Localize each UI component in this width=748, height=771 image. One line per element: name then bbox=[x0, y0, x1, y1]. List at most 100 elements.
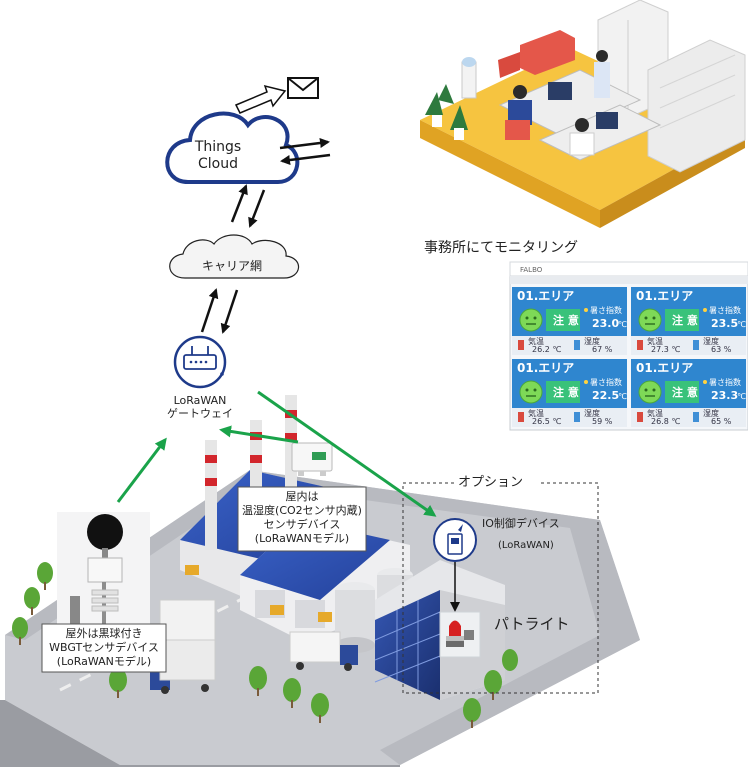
indoor-label-line3: センサデバイス bbox=[263, 518, 341, 531]
hum-label: 湿度 bbox=[584, 408, 600, 418]
tile-footer bbox=[631, 336, 746, 355]
green-arrow-outdoor-to-gateway bbox=[116, 437, 167, 503]
wbgt-sensor-device bbox=[57, 512, 150, 632]
tile-title: 01.エリア bbox=[517, 361, 574, 375]
cloud-label: Things Cloud bbox=[176, 139, 260, 173]
status-badge bbox=[665, 381, 699, 403]
patlite-label: パトライト bbox=[494, 615, 570, 633]
io-device-label-line1: IO制御デバイス bbox=[482, 517, 560, 530]
notification-arrow bbox=[234, 84, 287, 114]
hum-value: 65 % bbox=[711, 417, 732, 426]
gateway-label: LoRaWAN ゲートウェイ bbox=[150, 394, 250, 420]
indoor-label-box bbox=[237, 486, 367, 552]
mail-icon bbox=[287, 77, 319, 99]
temp-label: 気温 bbox=[528, 336, 544, 346]
tile-footer bbox=[512, 408, 627, 427]
hum-label: 湿度 bbox=[703, 336, 719, 346]
temp-label: 気温 bbox=[647, 408, 663, 418]
outdoor-label-line2: WBGTセンサデバイス bbox=[49, 641, 159, 654]
hum-value: 67 % bbox=[592, 345, 613, 354]
indoor-sensor-device bbox=[291, 442, 333, 476]
status-text: 注 意 bbox=[553, 385, 579, 399]
metric-label: 暑さ指数 bbox=[709, 305, 741, 315]
outdoor-label-box bbox=[41, 623, 167, 673]
hum-value: 59 % bbox=[592, 417, 613, 426]
humidity-icon bbox=[574, 340, 580, 350]
carrier-network-shape bbox=[169, 234, 300, 279]
temp-value: 26.5 ℃ bbox=[532, 417, 561, 426]
lorawan-gateway-icon bbox=[173, 335, 227, 389]
green-arrow-gateway-to-io bbox=[257, 390, 437, 517]
carrier-network-label: キャリア網 bbox=[201, 259, 262, 273]
status-text: 注 意 bbox=[672, 313, 698, 327]
patlite-icon bbox=[439, 611, 481, 658]
arrow-carrier-to-gateway bbox=[220, 289, 239, 334]
metric-label: 暑さ指数 bbox=[590, 305, 622, 315]
indoor-label-line2: 温湿度(CO2センサ内蔵) bbox=[242, 504, 362, 517]
outdoor-label-line1: 屋外は黒球付き bbox=[65, 627, 143, 640]
io-control-device-icon bbox=[433, 518, 477, 562]
metric-label: 暑さ指数 bbox=[709, 377, 741, 387]
status-badge bbox=[546, 309, 580, 331]
tile-footer bbox=[631, 408, 746, 427]
humidity-icon bbox=[693, 340, 699, 350]
metric-value: 23.3 bbox=[711, 389, 738, 402]
metric-value: 23.5 bbox=[711, 317, 738, 330]
cloud-label-line2: Cloud bbox=[198, 156, 238, 172]
arrow-carrier-to-cloud bbox=[230, 184, 248, 223]
svg-text:℃: ℃ bbox=[618, 320, 627, 329]
thermometer-icon bbox=[518, 412, 524, 422]
smiley-face-icon bbox=[519, 380, 543, 404]
status-text: 注 意 bbox=[553, 313, 579, 327]
tile-title: 01.エリア bbox=[636, 361, 693, 375]
status-text: 注 意 bbox=[672, 385, 698, 399]
temp-value: 26.2 ℃ bbox=[532, 345, 561, 354]
arrow-cloud-to-carrier bbox=[248, 189, 266, 228]
temp-label: 気温 bbox=[647, 336, 663, 346]
metric-label: 暑さ指数 bbox=[590, 377, 622, 387]
tile-footer bbox=[512, 336, 627, 355]
outdoor-sensor-label: 屋外は黒球付き WBGTセンサデバイス (LoRaWANモデル) bbox=[42, 627, 166, 669]
arrow-cloud-to-office bbox=[279, 138, 330, 150]
thermometer-icon bbox=[518, 340, 524, 350]
temp-value: 26.8 ℃ bbox=[651, 417, 680, 426]
indoor-sensor-label: 屋内は 温湿度(CO2センサ内蔵) センサデバイス (LoRaWANモデル) bbox=[238, 490, 366, 546]
humidity-icon bbox=[574, 412, 580, 422]
option-label: オプション bbox=[458, 475, 524, 490]
temp-value: 27.3 ℃ bbox=[651, 345, 680, 354]
io-device-label-line2: (LoRaWAN) bbox=[498, 540, 554, 551]
status-badge bbox=[665, 309, 699, 331]
svg-text:℃: ℃ bbox=[737, 320, 746, 329]
svg-text:℃: ℃ bbox=[618, 392, 627, 401]
smiley-face-icon bbox=[638, 380, 662, 404]
smiley-face-icon bbox=[519, 308, 543, 332]
svg-text:℃: ℃ bbox=[737, 392, 746, 401]
metric-value: 22.5 bbox=[592, 389, 619, 402]
thermometer-icon bbox=[637, 340, 643, 350]
outdoor-label-line3: (LoRaWANモデル) bbox=[56, 655, 152, 668]
gateway-label-line2: ゲートウェイ bbox=[167, 407, 233, 420]
tile-title: 01.エリア bbox=[517, 289, 574, 303]
hum-label: 湿度 bbox=[703, 408, 719, 418]
office-caption: 事務所にてモニタリング bbox=[424, 240, 578, 256]
cloud-label-line1: Things bbox=[194, 139, 242, 155]
office-illustration bbox=[420, 0, 746, 228]
things-cloud-shape bbox=[165, 111, 300, 184]
arrow-gateway-to-carrier bbox=[200, 288, 219, 333]
hum-value: 63 % bbox=[711, 345, 732, 354]
svg-text:FALBO: FALBO bbox=[520, 266, 543, 274]
humidity-icon bbox=[693, 412, 699, 422]
indoor-label-line4: (LoRaWANモデル) bbox=[254, 532, 350, 545]
temp-label: 気温 bbox=[528, 408, 544, 418]
green-arrow-indoor-to-gateway bbox=[219, 425, 299, 444]
hum-label: 湿度 bbox=[584, 336, 600, 346]
thermometer-icon bbox=[637, 412, 643, 422]
gateway-label-line1: LoRaWAN bbox=[173, 394, 227, 407]
